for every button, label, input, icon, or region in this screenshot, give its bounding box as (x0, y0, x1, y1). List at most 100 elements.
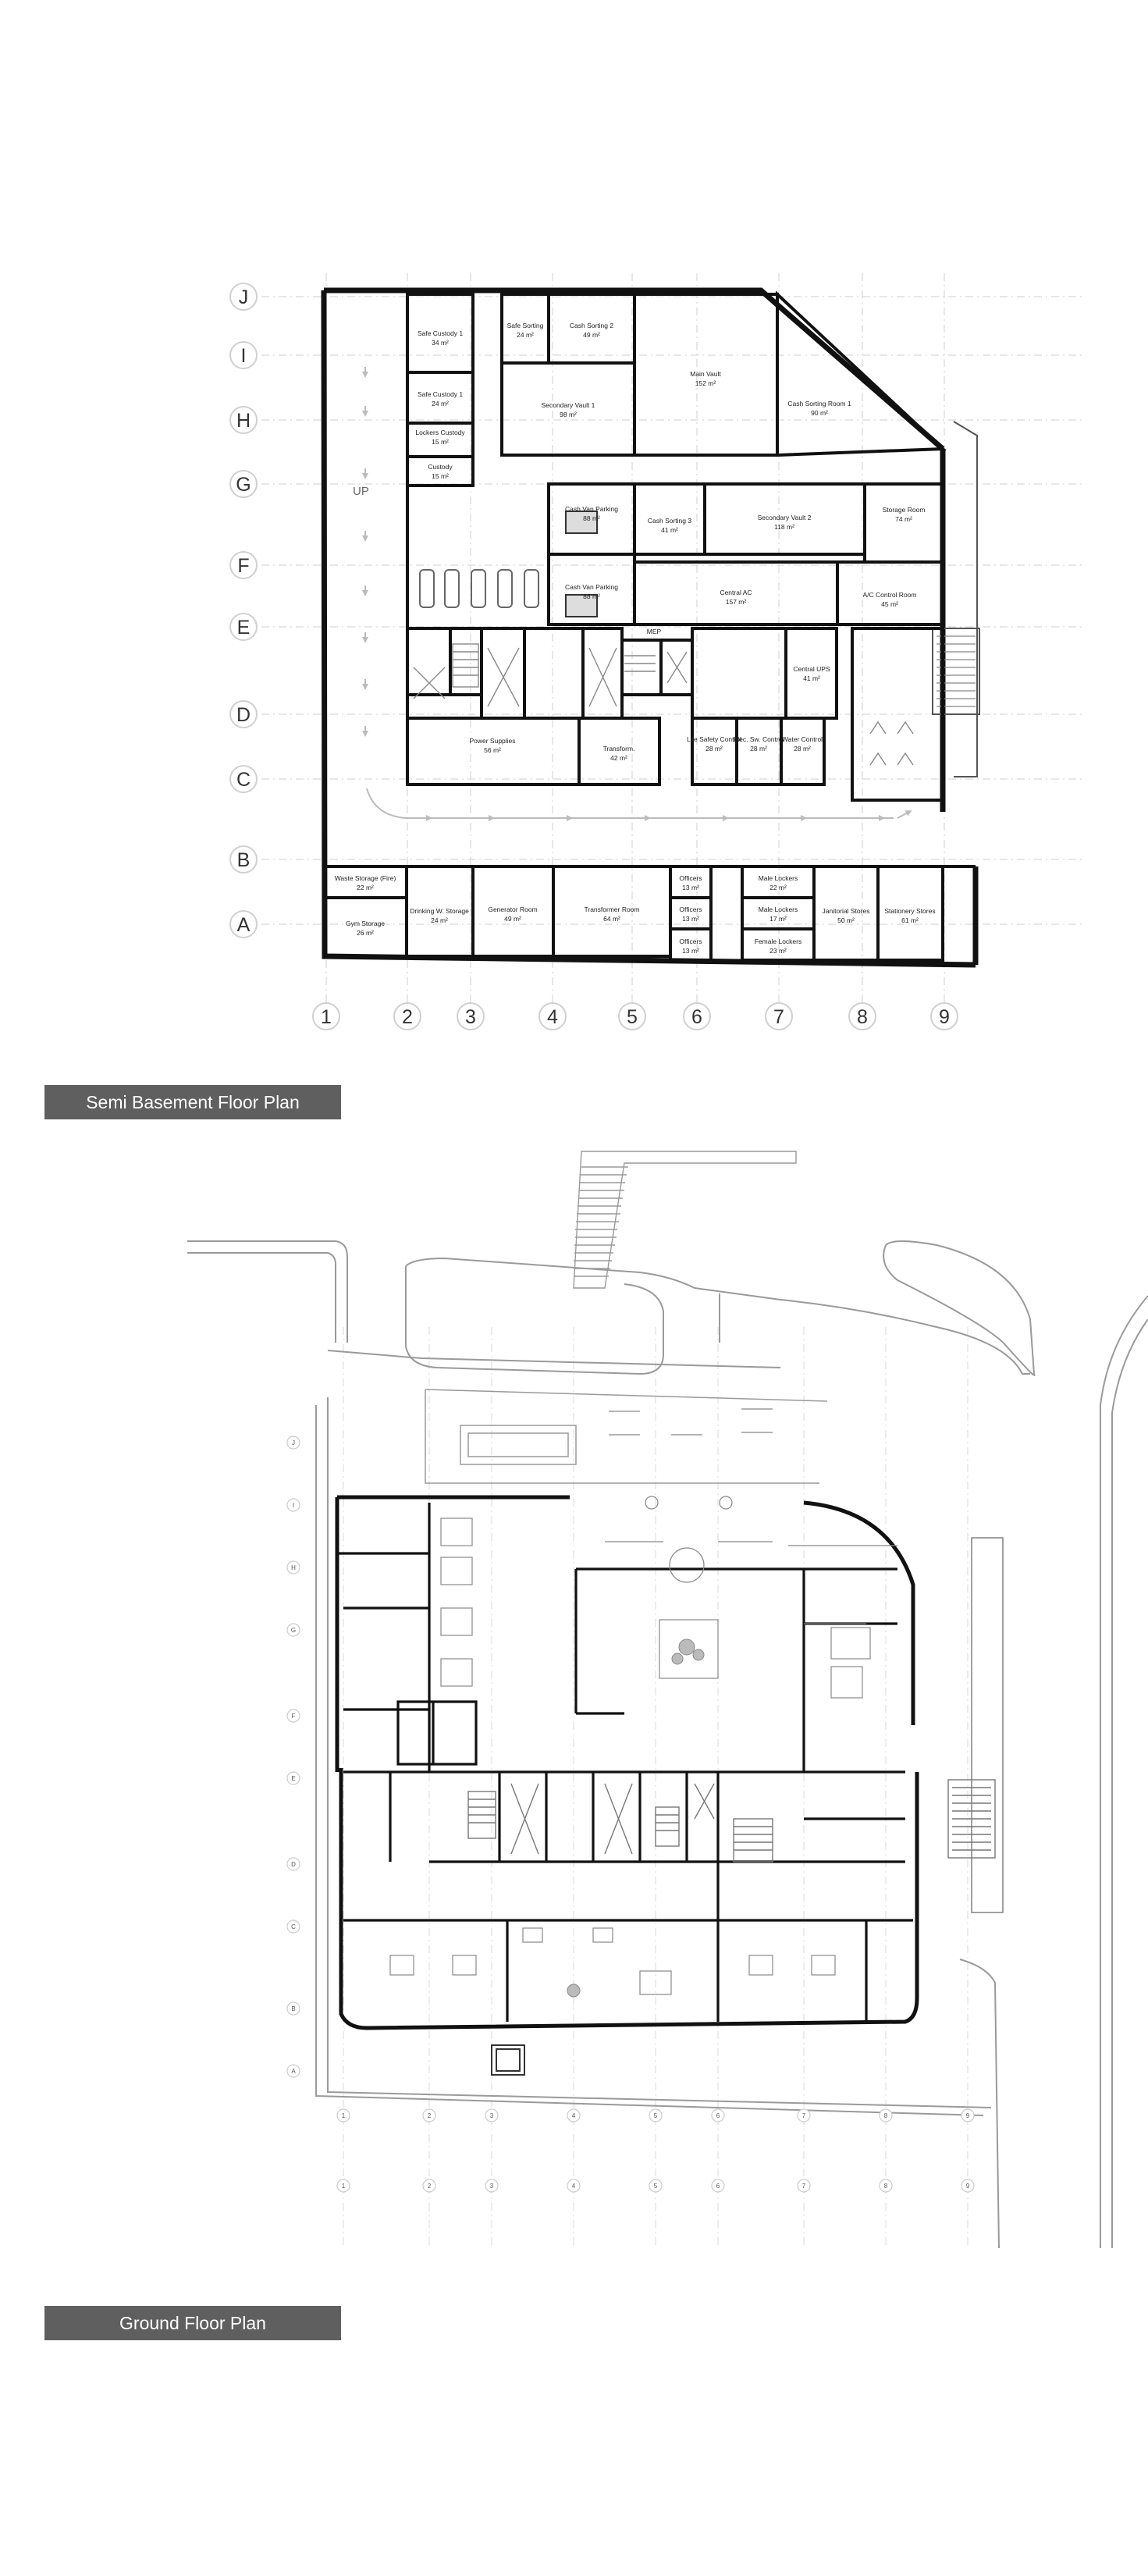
grid-column-label: 8 (857, 1006, 868, 1028)
grid-row-bubble: E (229, 613, 258, 641)
room-area: 42 m² (610, 754, 627, 762)
room-area: 28 m² (706, 745, 723, 753)
up-label: UP (353, 485, 369, 498)
grid-column-label: 6 (691, 1006, 702, 1028)
grid-column-bubble: 6 (711, 2108, 725, 2122)
room-area: 64 m² (603, 915, 620, 923)
room-label: Safe Custody 134 m² (418, 329, 463, 347)
grid-row-label: B (237, 849, 251, 871)
grid-row-bubble: I (286, 1498, 300, 1512)
room-name: Stationery Stores (884, 907, 935, 915)
room-name: Main Vault (690, 370, 721, 378)
room-name: MEP (647, 628, 662, 635)
ground-floor-plan-title: Ground Floor Plan (44, 2306, 341, 2340)
room-area: 28 m² (794, 745, 811, 753)
grid-column-bubble: 6 (683, 1002, 711, 1030)
grid-column-label: 6 (716, 2112, 720, 2119)
room-label: Waste Storage (Fire)22 m² (335, 874, 396, 891)
room-name: Safe Custody 1 (418, 390, 463, 398)
grid-column-bubble: 7 (797, 2108, 811, 2122)
grid-row-label: H (236, 410, 251, 432)
grid-row-label: H (291, 1564, 296, 1571)
room-name: Central AC (720, 589, 752, 596)
room-area: 41 m² (661, 526, 678, 534)
grid-column-bubble: 7 (797, 2179, 811, 2193)
room-area: 28 m² (750, 745, 767, 753)
grid-column-label: 5 (654, 2112, 658, 2119)
grid-row-label: D (291, 1861, 296, 1868)
room-name: Life Safety Control (687, 735, 741, 743)
grid-row-label: E (291, 1775, 295, 1782)
grid-column-bubble: 9 (961, 2108, 975, 2122)
room-area: 13 m² (682, 947, 699, 955)
room-area: 15 m² (432, 472, 449, 480)
grid-row-bubble: J (229, 283, 258, 311)
grid-column-label: 1 (321, 1006, 332, 1028)
room-name: Female Lockers (755, 938, 801, 945)
room-label: Cash Sorting Room 190 m² (787, 400, 851, 417)
grid-column-label: 4 (572, 2183, 576, 2190)
room-area: 90 m² (811, 409, 828, 417)
grid-row-label: G (291, 1627, 296, 1634)
room-name: Drinking W. Storage (410, 907, 469, 915)
grid-column-bubble: 4 (567, 2108, 581, 2122)
room-name: Cash Van Parking (565, 583, 618, 591)
grid-row-bubble: H (229, 406, 258, 434)
room-name: Male Lockers (759, 906, 798, 913)
room-name: Storage Room (883, 506, 926, 514)
room-label: Officers 13 m² (679, 938, 702, 955)
room-name: Officers (679, 938, 702, 945)
grid-row-label: F (292, 1713, 296, 1720)
grid-column-bubble: 7 (765, 1002, 793, 1030)
room-area: 74 m² (895, 515, 912, 523)
grid-column-bubble: 8 (848, 1002, 876, 1030)
grid-row-bubble: A (229, 910, 258, 938)
grid-column-bubble: 3 (485, 2108, 499, 2122)
grid-row-bubble: F (229, 551, 258, 579)
grid-row-label: D (236, 704, 251, 726)
grid-column-bubble: 9 (930, 1002, 958, 1030)
grid-column-label: 3 (490, 2112, 494, 2119)
grid-row-label: A (237, 914, 251, 936)
room-name: Cash Sorting 3 (648, 517, 691, 525)
room-label: MEP (647, 628, 662, 635)
grid-column-bubble: 1 (312, 1002, 340, 1030)
room-area: 24 m² (431, 916, 448, 924)
grid-row-bubble: F (286, 1709, 300, 1723)
grid-column-label: 4 (572, 2112, 576, 2119)
room-name: Waste Storage (Fire) (335, 874, 396, 882)
room-area: 26 m² (357, 929, 374, 937)
room-name: Officers (679, 874, 702, 882)
grid-column-label: 3 (490, 2183, 494, 2190)
room-area: 13 m² (682, 915, 699, 923)
grid-row-label: C (236, 769, 251, 791)
room-label: Transform.42 m² (603, 745, 635, 762)
grid-column-label: 7 (802, 2183, 806, 2190)
grid-column-label: 8 (884, 2112, 888, 2119)
grid-row-label: F (237, 555, 249, 577)
room-label: Officers 13 m² (679, 906, 702, 923)
room-name: Officers (679, 906, 702, 913)
room-label: Secondary Vault 198 m² (542, 401, 595, 418)
grid-column-bubble: 2 (422, 2179, 436, 2193)
room-area: 50 m² (837, 916, 855, 924)
grid-column-bubble: 5 (649, 2179, 663, 2193)
grid-column-bubble: 2 (393, 1002, 421, 1030)
grid-row-label: B (291, 2005, 295, 2012)
